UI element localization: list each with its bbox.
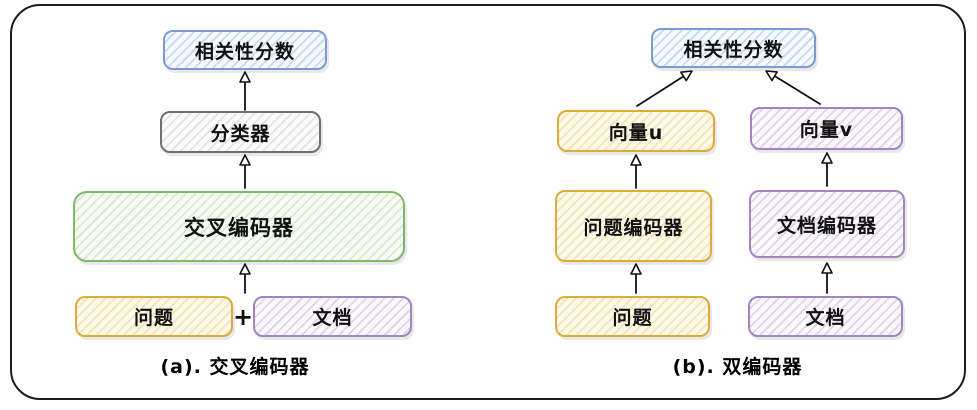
question-encoder-box: 问题编码器: [555, 190, 712, 262]
question-box-b: 问题: [555, 296, 710, 337]
caption-a: (a). 交叉编码器: [160, 355, 310, 378]
cross-encoder-box: 交叉编码器: [73, 191, 405, 262]
vector-v-box: 向量v: [750, 107, 903, 150]
caption-b: (b). 双编码器: [672, 355, 803, 378]
score-box-a: 相关性分数: [163, 30, 327, 70]
question-box-a: 问题: [75, 296, 233, 337]
score-box-b: 相关性分数: [651, 28, 816, 68]
classifier-box: 分类器: [160, 111, 321, 153]
document-encoder-box: 文档编码器: [749, 190, 905, 258]
plus-sign: +: [232, 303, 254, 331]
document-box-b: 文档: [748, 296, 903, 337]
vector-u-box: 向量u: [557, 110, 715, 152]
document-box-a: 文档: [253, 296, 412, 337]
